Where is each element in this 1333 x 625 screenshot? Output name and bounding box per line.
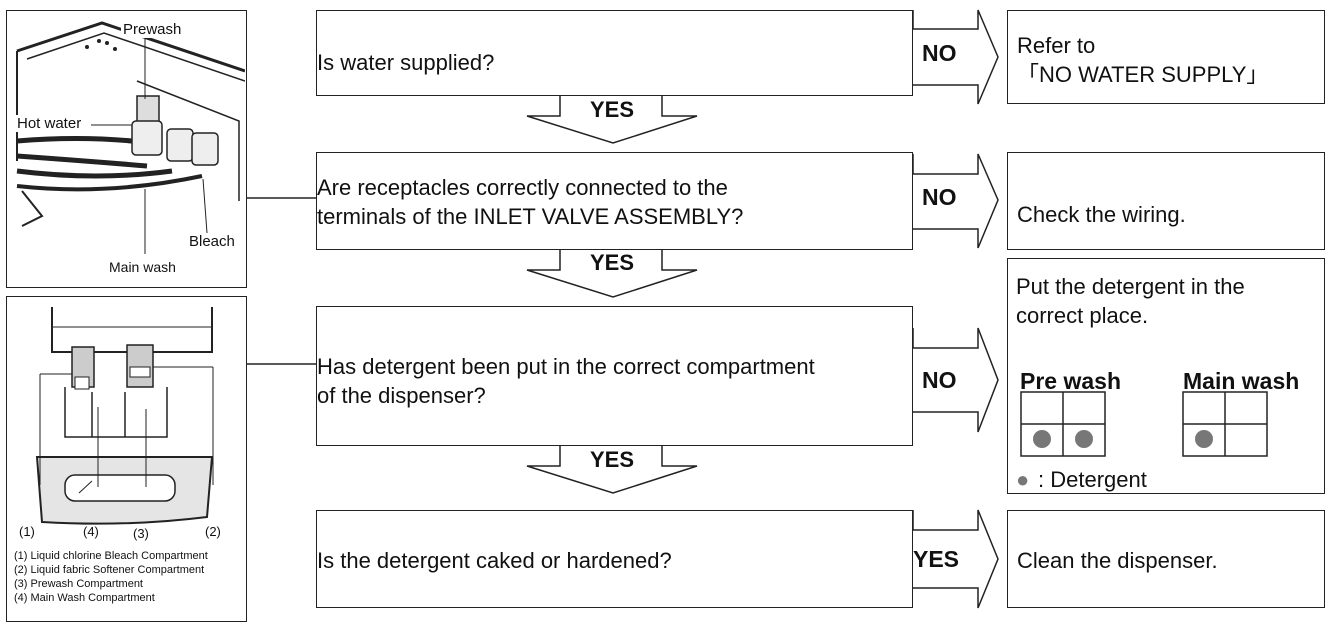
question-text-1: Is water supplied? xyxy=(317,50,495,75)
dispenser-illustration xyxy=(35,307,214,525)
no-arrow-3 xyxy=(912,327,999,433)
yes-arrow-4 xyxy=(912,509,999,609)
inlet-valve-figure: Prewash Hot water Bleach Main wash xyxy=(6,10,247,288)
inlet-valve-illustration xyxy=(16,21,245,254)
result-box-1: Refer to 「NO WATER SUPPLY」 xyxy=(1007,10,1325,104)
prewash-grid-label: Pre wash xyxy=(1020,368,1121,394)
dispenser-number-2: (2) xyxy=(205,524,221,539)
branch-label-4: YES xyxy=(913,546,960,572)
yes-arrow-2 xyxy=(526,250,698,298)
branch-label-3: NO xyxy=(922,367,957,393)
result-box-3: Put the detergent in the correct place. … xyxy=(1007,258,1325,494)
yes-label-2: YES xyxy=(590,250,635,275)
question-box-3: Has detergent been put in the correct co… xyxy=(316,306,913,446)
detergent-key-text: : Detergent xyxy=(1038,467,1147,492)
no-arrow-1 xyxy=(912,9,999,105)
yes-label-3: YES xyxy=(590,447,635,472)
dispenser-number-3: (3) xyxy=(133,526,149,541)
question-box-4: Is the detergent caked or hardened? xyxy=(316,510,913,608)
result-box-4: Clean the dispenser. xyxy=(1007,510,1325,608)
bleach-label: Bleach xyxy=(187,233,237,250)
dispenser-legend-1: (1) Liquid chlorine Bleach Compartment xyxy=(14,550,208,562)
prewash-label: Prewash xyxy=(121,21,184,38)
detergent-key-dot: ● xyxy=(1016,467,1030,492)
result-text-1: Refer to 「NO WATER SUPPLY」 xyxy=(1017,33,1269,87)
yes-label-1: YES xyxy=(590,97,635,122)
question-text-4: Is the detergent caked or hardened? xyxy=(317,548,672,573)
yes-arrow-1 xyxy=(526,96,698,144)
dispenser-legend-4: (4) Main Wash Compartment xyxy=(14,592,155,604)
dispenser-legend-2: (2) Liquid fabric Softener Compartment xyxy=(14,564,205,576)
result-text-4: Clean the dispenser. xyxy=(1017,548,1218,573)
yes-arrow-3 xyxy=(526,446,698,494)
question-box-2: Are receptacles correctly connected to t… xyxy=(316,152,913,250)
detergent-grids xyxy=(1020,391,1268,457)
mainwash-grid-label: Main wash xyxy=(1183,368,1300,394)
branch-label-1: NO xyxy=(922,40,957,66)
question-box-1: Is water supplied? xyxy=(316,10,913,96)
question-text-2: Are receptacles correctly connected to t… xyxy=(317,175,744,229)
result-text-3: Put the detergent in the correct place. xyxy=(1016,274,1245,328)
dispenser-legend-3: (3) Prewash Compartment xyxy=(14,578,143,590)
dispenser-number-4: (4) xyxy=(83,524,99,539)
result-box-2: Check the wiring. xyxy=(1007,152,1325,250)
result-text-2: Check the wiring. xyxy=(1017,202,1186,227)
main-wash-label: Main wash xyxy=(107,259,178,275)
hot-water-label: Hot water xyxy=(15,115,84,132)
branch-label-2: NO xyxy=(922,184,957,210)
question-text-3: Has detergent been put in the correct co… xyxy=(317,354,815,408)
dispenser-figure: (1) (4) (3) (2) (1) Liquid chlorine Blea… xyxy=(6,296,247,622)
no-arrow-2 xyxy=(912,153,999,249)
dispenser-number-1: (1) xyxy=(19,524,35,539)
